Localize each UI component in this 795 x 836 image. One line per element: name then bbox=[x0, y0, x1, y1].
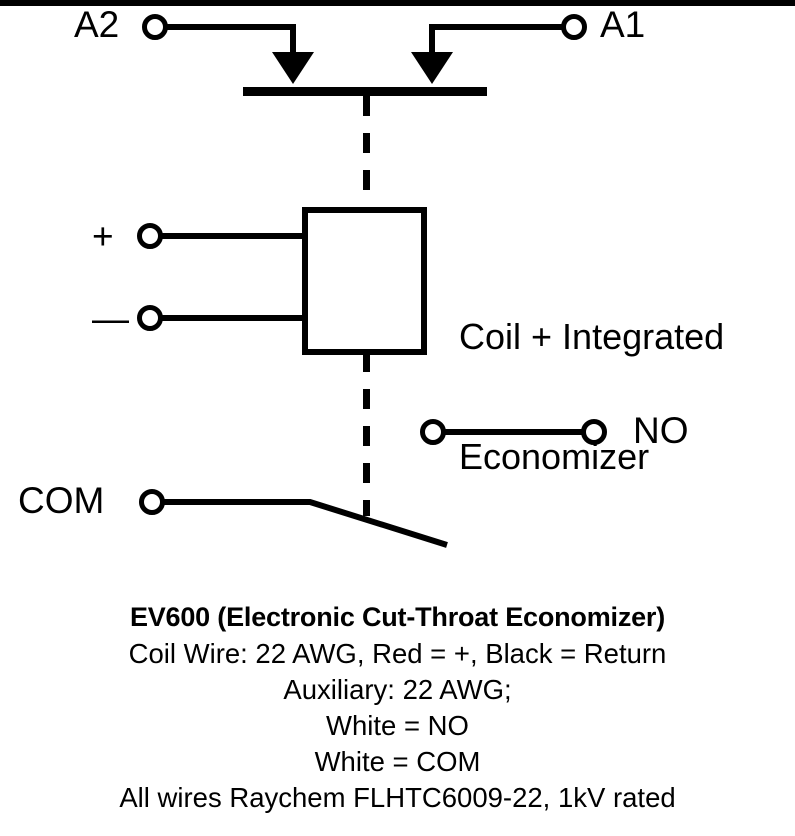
terminal-circle-negative bbox=[137, 305, 163, 331]
label-coil-economizer: Coil + Integrated Economizer bbox=[459, 237, 724, 557]
label-terminal-a1: A1 bbox=[600, 4, 646, 45]
notes-line-4: White = COM bbox=[314, 746, 481, 777]
label-coil-economizer-line1: Coil + Integrated bbox=[459, 316, 725, 357]
terminal-circle-no-right bbox=[581, 419, 607, 445]
terminal-circle-com bbox=[139, 489, 165, 515]
arrowhead-left bbox=[272, 52, 314, 84]
terminal-circle-positive bbox=[137, 223, 163, 249]
wire-a1-to-right-arrow bbox=[429, 24, 563, 52]
label-terminal-no: NO bbox=[633, 410, 689, 451]
notes-line-5: All wires Raychem FLHTC6009-22, 1kV rate… bbox=[119, 782, 676, 813]
terminal-circle-a2 bbox=[142, 14, 168, 40]
notes-block: EV600 (Electronic Cut-Throat Economizer)… bbox=[0, 598, 795, 816]
notes-title: EV600 (Electronic Cut-Throat Economizer) bbox=[129, 602, 666, 632]
wire-a2-to-left-arrow bbox=[166, 24, 296, 52]
label-terminal-a2: A2 bbox=[74, 4, 120, 45]
arrowhead-right bbox=[411, 52, 453, 84]
label-terminal-positive: + bbox=[92, 216, 114, 257]
notes-line-1: Coil Wire: 22 AWG, Red = +, Black = Retu… bbox=[128, 638, 667, 669]
label-coil-economizer-line2: Economizer bbox=[459, 436, 650, 477]
label-terminal-com: COM bbox=[18, 480, 105, 521]
terminal-circle-no-left bbox=[420, 419, 446, 445]
switch-arm-com bbox=[163, 499, 448, 548]
terminal-circle-a1 bbox=[561, 14, 587, 40]
top-divider-rule bbox=[0, 0, 795, 6]
actuator-bar bbox=[243, 87, 487, 96]
label-terminal-negative: — bbox=[92, 298, 129, 339]
relay-schematic bbox=[137, 14, 607, 548]
notes-line-2: Auxiliary: 22 AWG; bbox=[283, 674, 512, 705]
notes-line-3: White = NO bbox=[326, 710, 469, 741]
coil-economizer-box bbox=[302, 207, 427, 355]
